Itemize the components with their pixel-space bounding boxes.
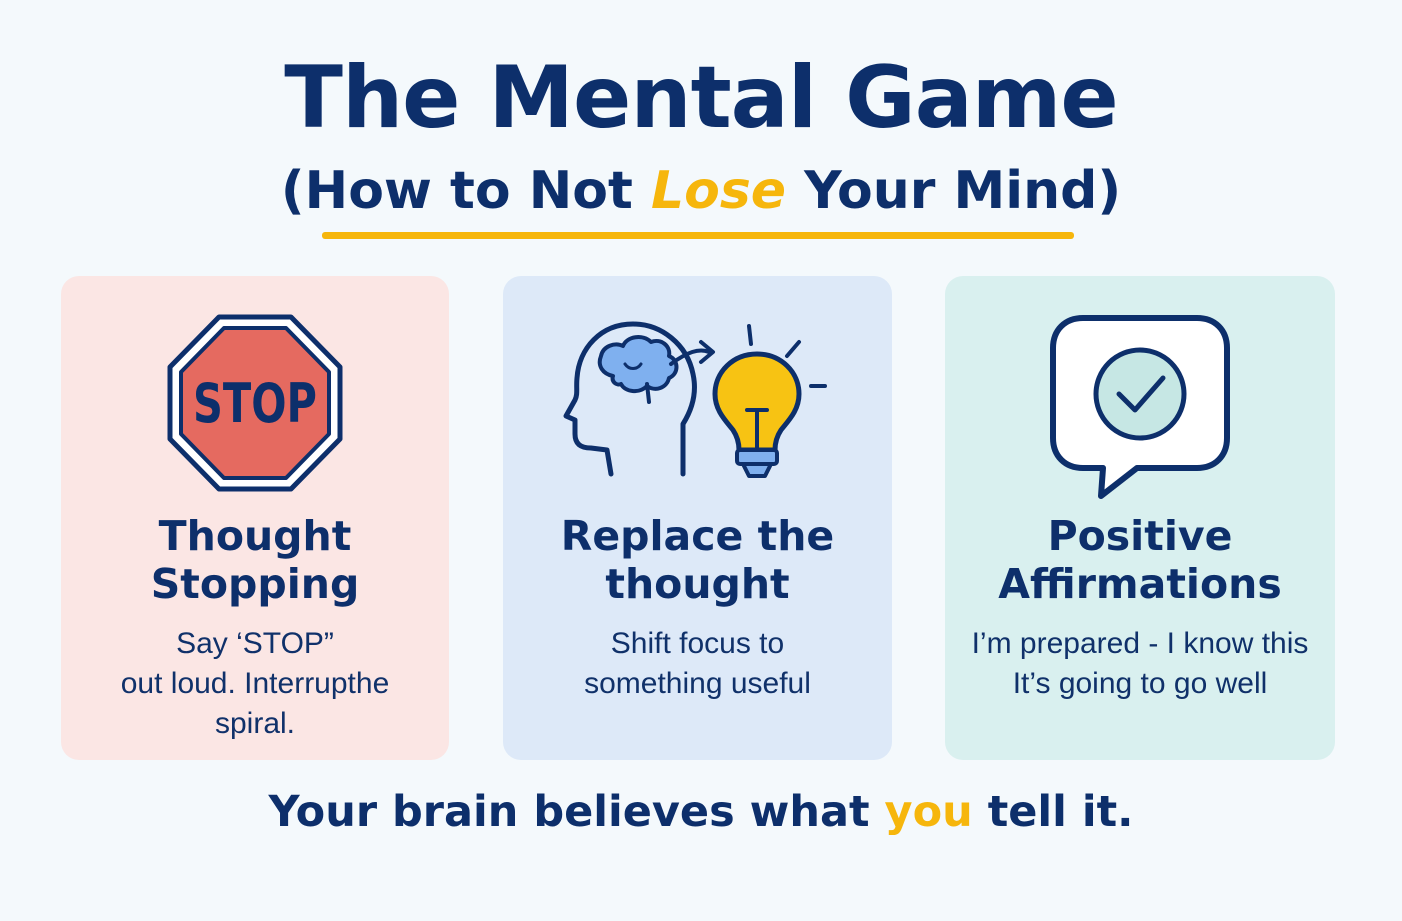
check-icon [1116,375,1166,413]
card-description: Say ‘STOP” out loud. Interrupthe spiral. [61,624,449,744]
card-desc-line: I’m prepared - I know this [971,627,1309,660]
check-circle-icon [1093,347,1187,441]
card-positive-affirmations: Positive Affirmations I’m prepared - I k… [945,276,1335,760]
stop-sign-icon: STOP [61,312,449,502]
subtitle-underline [322,232,1074,239]
subtitle-accent: Lose [650,161,787,221]
card-title-line: Positive [1047,512,1233,560]
card-title-line: thought [605,560,790,608]
tagline-after: tell it. [972,787,1134,837]
brain-icon [597,335,678,393]
card-desc-line: out loud. Interrupthe [120,667,390,700]
card-desc-line: Say ‘STOP” [176,627,334,660]
tagline-before: Your brain believes what [268,787,885,837]
card-desc-line: Shift focus to [610,627,785,660]
page-title: The Mental Game [284,48,1118,148]
card-description: Shift focus to something useful [503,624,892,704]
head-icon [563,321,697,477]
card-title: Replace the thought [503,512,892,608]
card-title: Positive Affirmations [945,512,1335,608]
card-title: Thought Stopping [61,512,449,608]
subtitle-before: (How to Not [280,161,651,221]
card-title-line: Thought [158,512,352,560]
card-desc-line: spiral. [214,707,296,740]
speech-bubble-check-icon [945,312,1335,502]
card-thought-stopping: STOP Thought Stopping Say ‘STOP” out lou… [61,276,449,760]
arrow-icon [668,348,711,366]
card-title-line: Affirmations [998,560,1282,608]
card-desc-line: something useful [584,667,811,700]
tagline-accent: you [884,787,973,837]
stop-sign-text: STOP [193,372,317,435]
card-replace-thought: Replace the thought Shift focus to somet… [503,276,892,760]
card-title-line: Replace the [560,512,835,560]
card-description: I’m prepared - I know this It’s going to… [945,624,1335,704]
card-desc-line: It’s going to go well [1012,667,1268,700]
head-lightbulb-icon [503,312,892,502]
page-subtitle: (How to Not Lose Your Mind) [0,158,1402,224]
footer-tagline: Your brain believes what you tell it. [0,782,1402,842]
card-title-line: Stopping [150,560,360,608]
subtitle-after: Your Mind) [786,161,1122,221]
